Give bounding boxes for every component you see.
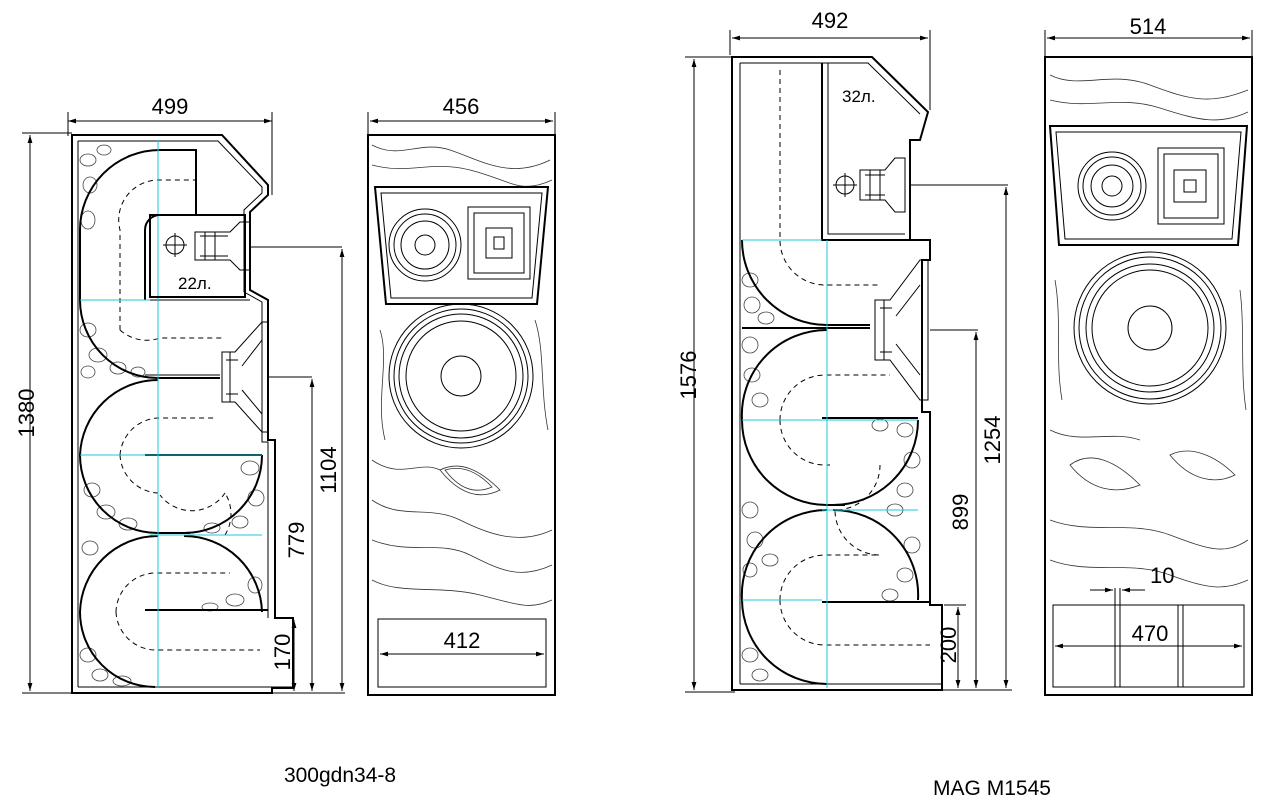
speaker-b-caption: MAG M1545: [933, 777, 1051, 800]
speaker-a-chamber-volume: 22л.: [178, 274, 212, 293]
speaker-a-side-width: 499: [152, 94, 189, 119]
speaker-b-port-height: 200: [936, 627, 961, 664]
speaker-a-woofer-height: 779: [284, 522, 309, 559]
speaker-b-front-view: 514 10: [1044, 14, 1253, 696]
speaker-a-mid-height: 1104: [316, 446, 341, 493]
speaker-b-side-width: 492: [812, 8, 849, 33]
speaker-a-front-view: 456: [367, 94, 556, 696]
pebble-fill-b: [741, 272, 921, 682]
speaker-a-caption: 300gdn34-8: [284, 764, 396, 787]
speaker-b-side-height: 1576: [676, 351, 701, 400]
wood-grain-b: [1049, 74, 1249, 588]
speaker-a-front-width: 456: [443, 94, 480, 119]
speaker-b-side-view: 492 1576 32л.: [676, 8, 1012, 693]
pebble-fill-a: [79, 144, 265, 687]
speaker-b-chamber-volume: 32л.: [842, 87, 876, 106]
speaker-b-mid-height: 1254: [980, 416, 1005, 465]
speaker-b-gap: 10: [1150, 563, 1174, 588]
speaker-b-woofer-height: 899: [948, 494, 973, 531]
horn-path-b: [740, 70, 930, 685]
horn-path-a: [79, 149, 268, 688]
speaker-b-plinth-width: 470: [1132, 621, 1169, 646]
speaker-a-port-height: 170: [270, 634, 295, 671]
speaker-a-side-view: 499 1380: [14, 94, 345, 694]
speaker-a-plinth-width: 412: [444, 628, 481, 653]
speaker-a-side-height: 1380: [14, 389, 39, 438]
speaker-b-front-width: 514: [1130, 14, 1167, 39]
